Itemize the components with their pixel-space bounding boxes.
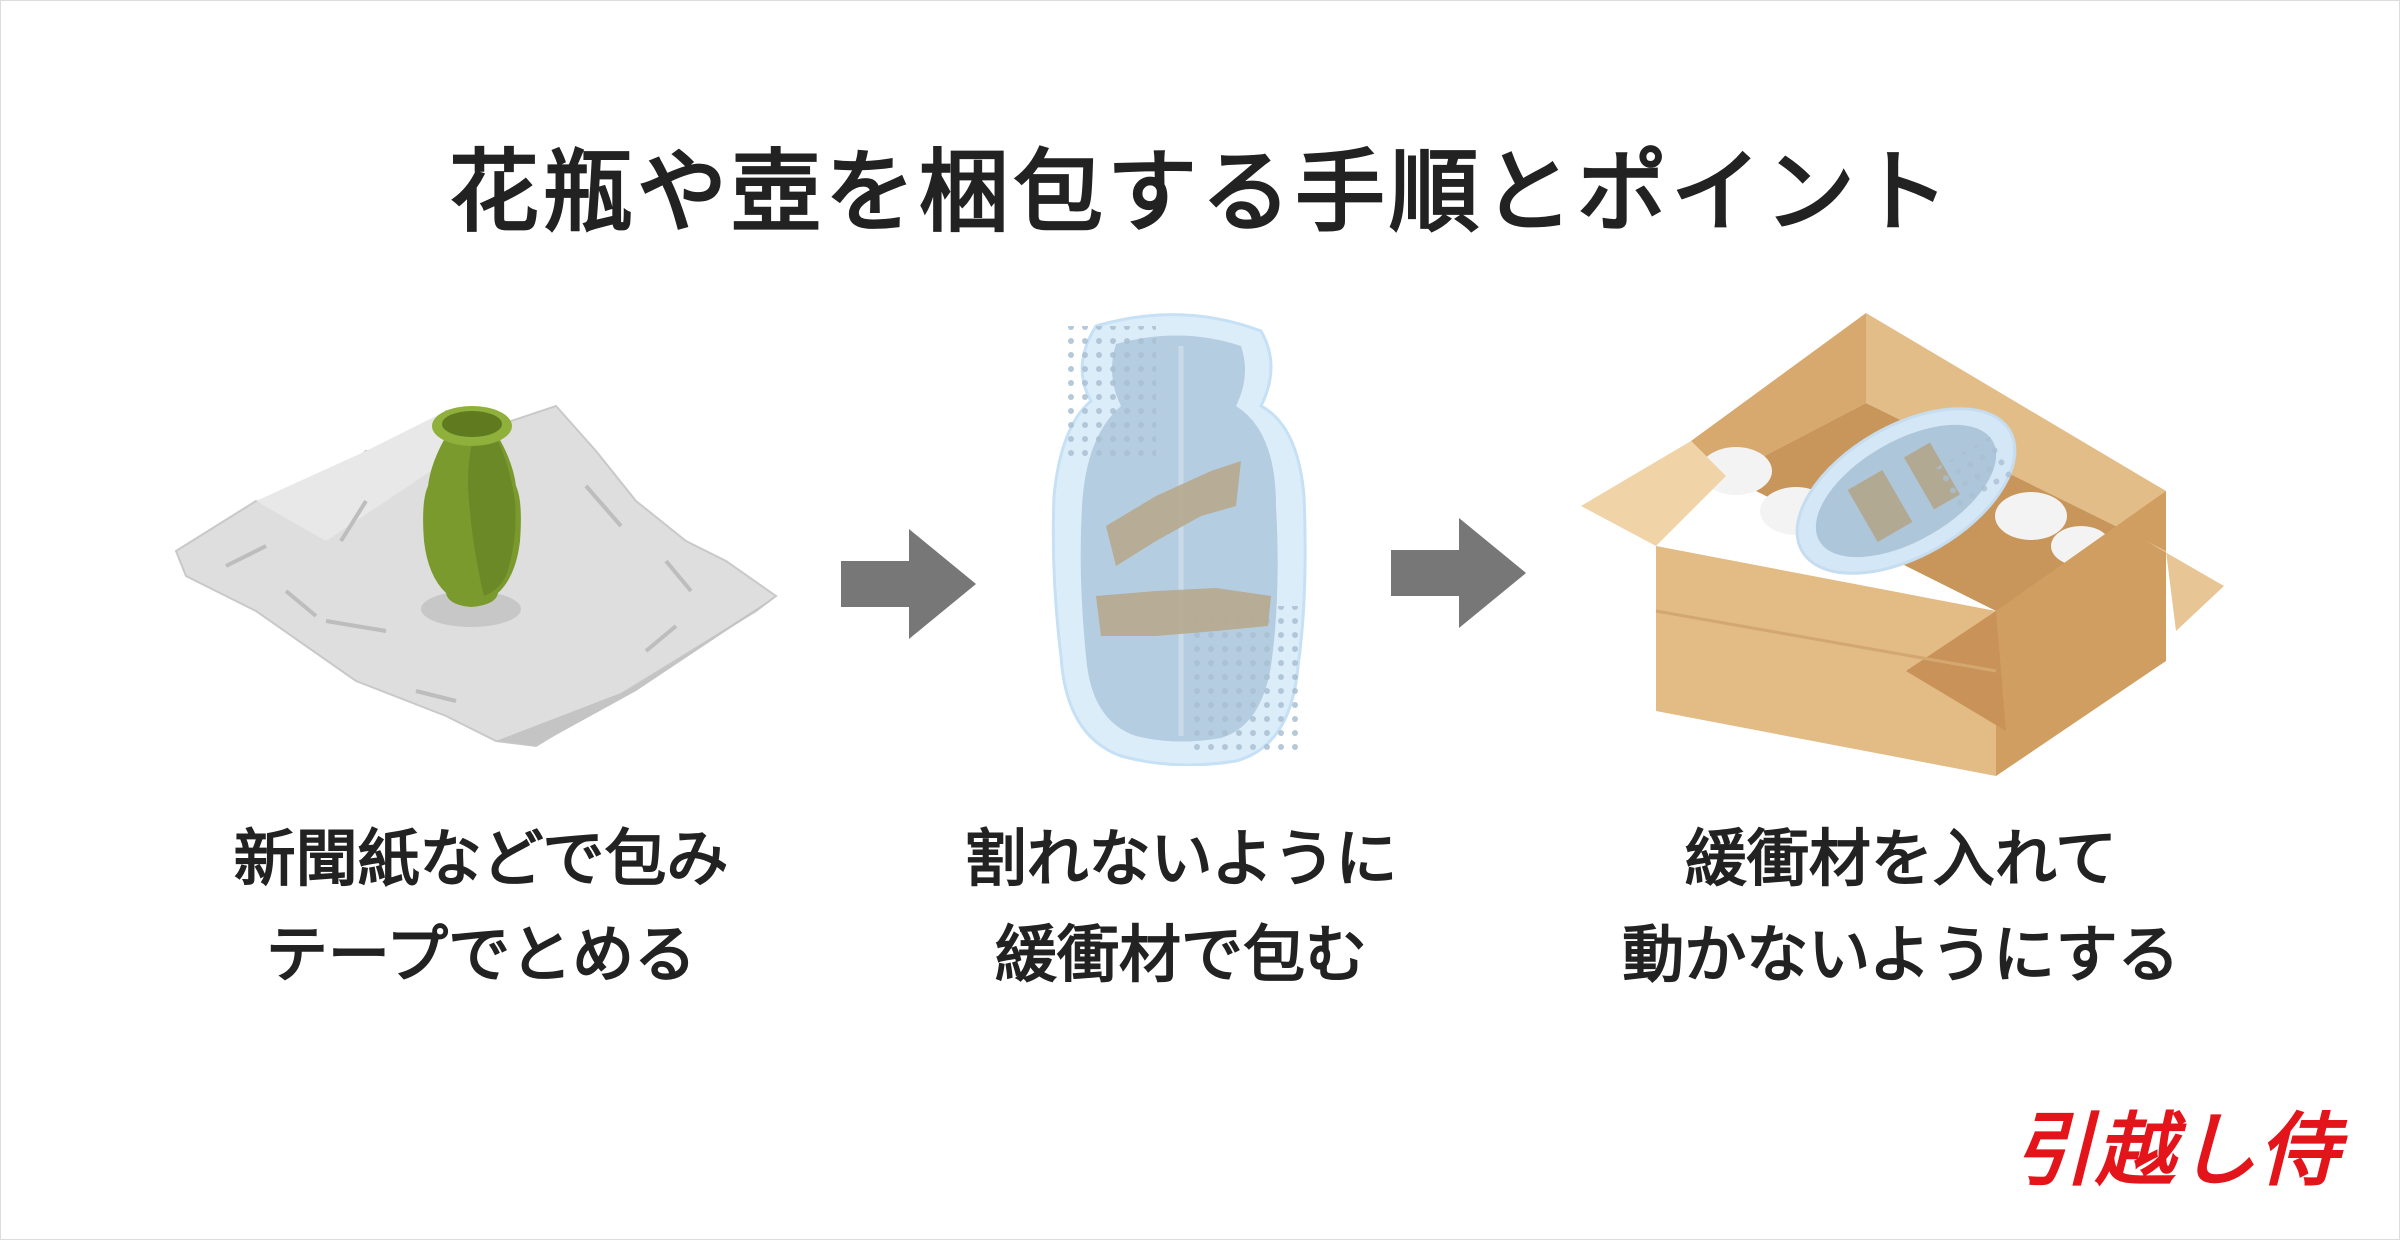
box-front-right	[1996, 491, 2166, 776]
cardboard-box-illustration	[1581, 313, 2224, 776]
box-left-flap	[1581, 441, 1726, 546]
newspaper-highlight	[256, 411, 496, 541]
step-3-line-2: 動かないようにする	[1622, 918, 2180, 991]
tape-strip-2	[1096, 588, 1271, 636]
step-1-caption: 新聞紙などで包み テープでとめる	[191, 811, 771, 1003]
step-3-caption: 緩衝材を入れて 動かないようにする	[1561, 811, 2241, 1003]
step-1-line-2: テープでとめる	[265, 918, 697, 991]
box-right-flap	[1866, 313, 2166, 541]
brand-logo: 引越し侍	[2013, 1104, 2341, 1197]
box-right-outer-flap	[2146, 541, 2224, 631]
vase-shadow	[421, 591, 521, 627]
box-front-left	[1656, 546, 1996, 776]
box-edge-line	[1655, 609, 1997, 673]
wrapped-vase-in-box	[1795, 407, 2017, 575]
step-2-caption: 割れないように 緩衝材で包む	[881, 811, 1481, 1003]
tape-strip-1	[1106, 461, 1241, 566]
vase-on-newspaper-illustration	[174, 404, 778, 748]
step-1-line-1: 新聞紙などで包み	[233, 822, 729, 895]
newspaper-shadow-edge	[496, 596, 776, 746]
bubble-dots-top	[1061, 326, 1156, 456]
box-front-flap-down	[1906, 611, 2006, 731]
arrow-right-icon	[841, 529, 976, 639]
box-back-flap	[1691, 313, 1866, 476]
bubble-wrapped-vase-illustration	[1051, 313, 1307, 766]
page-title: 花瓶や壺を梱包する手順とポイント	[449, 140, 1953, 245]
arrow-right-icon	[1391, 518, 1526, 628]
step-3-line-1: 緩衝材を入れて	[1684, 822, 2118, 895]
newspaper-creases	[225, 484, 693, 703]
cushion-ball	[1995, 492, 2067, 540]
vase-mouth	[442, 411, 502, 437]
step-2-line-1: 割れないように	[964, 822, 1398, 895]
vase-shade	[468, 436, 516, 596]
step-2-line-2: 緩衝材で包む	[994, 918, 1367, 991]
